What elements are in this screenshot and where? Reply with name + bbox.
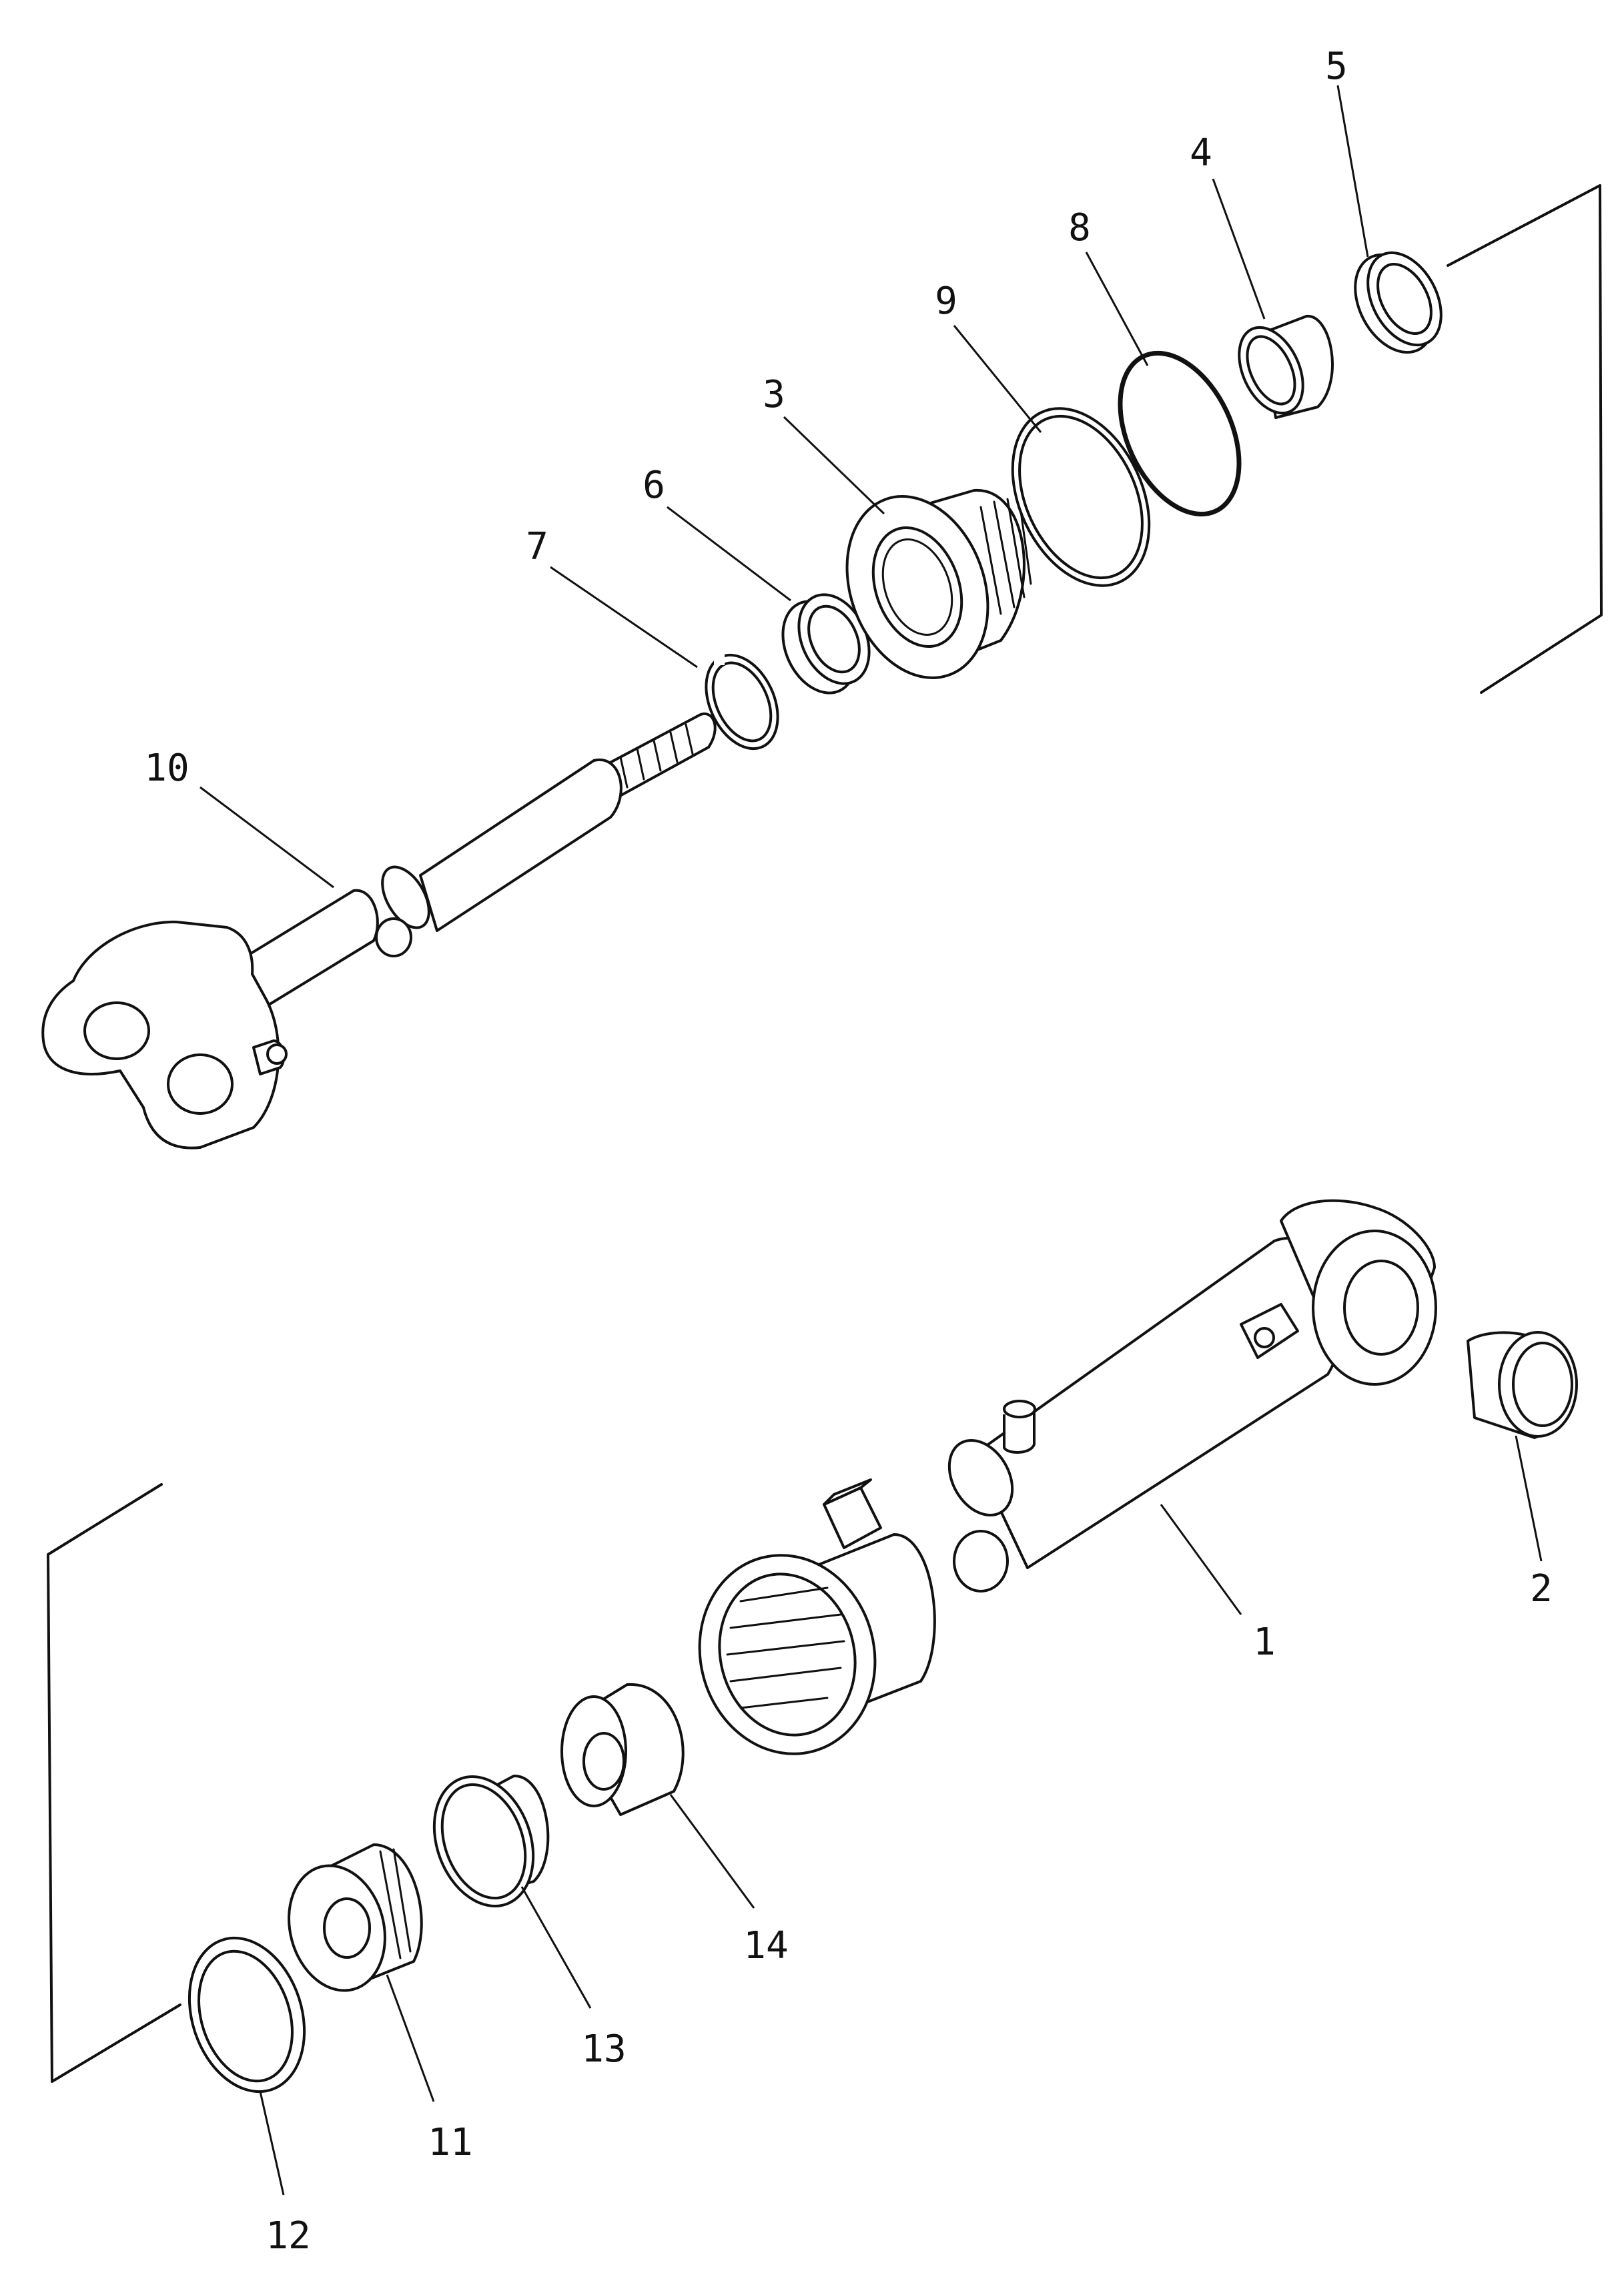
leader-4 [1212,178,1266,320]
bushing-part-6 [781,593,871,695]
label-6: 6 [643,464,665,507]
upper-group-bracket [1447,184,1603,694]
label-7: 7 [526,525,548,568]
seal-part-5 [1354,251,1443,354]
leader-12 [259,2091,285,2196]
lower-group-bracket [47,1483,181,2083]
label-12: 12 [266,2214,310,2258]
label-1: 1 [1253,1621,1276,1664]
leader-14 [669,1794,755,1909]
bushing-part-2 [1467,1331,1578,1439]
piston-part-11 [288,1843,423,1992]
wear-ring-part-13 [432,1774,550,1907]
label-4: 4 [1190,131,1212,175]
leader-11 [386,1974,435,2102]
leader-6 [667,506,791,602]
label-5: 5 [1325,45,1348,88]
label-10: 10 [144,747,189,790]
leader-3 [783,416,885,515]
leader-2 [1515,1435,1543,1562]
leader-10 [199,786,334,889]
bushing-part-4 [1238,314,1334,419]
leader-13 [520,1886,592,2009]
part-number-labels: 5 4 8 9 3 6 7 10 1 2 14 13 11 12 [144,45,1553,2258]
leader-8 [1085,252,1149,366]
leader-7 [550,566,698,668]
leader-5 [1336,85,1369,258]
seal-part-12 [187,1936,306,2094]
piston-rod-part-10 [41,713,717,1150]
label-8: 8 [1068,206,1091,250]
backup-ring-part-9 [1011,407,1151,587]
label-3: 3 [763,373,785,416]
cylinder-head-part-3 [845,488,1032,679]
label-13: 13 [581,2027,626,2071]
snap-ring-part-7 [705,650,779,751]
leader-lines [199,85,1543,2196]
label-14: 14 [743,1924,788,1967]
label-9: 9 [935,280,957,323]
nut-part-14 [560,1683,685,1816]
leader-9 [953,325,1042,433]
cylinder-tube-part-1 [698,1199,1437,1755]
label-2: 2 [1530,1567,1553,1611]
label-11: 11 [428,2121,472,2164]
leader-1 [1160,1504,1242,1615]
